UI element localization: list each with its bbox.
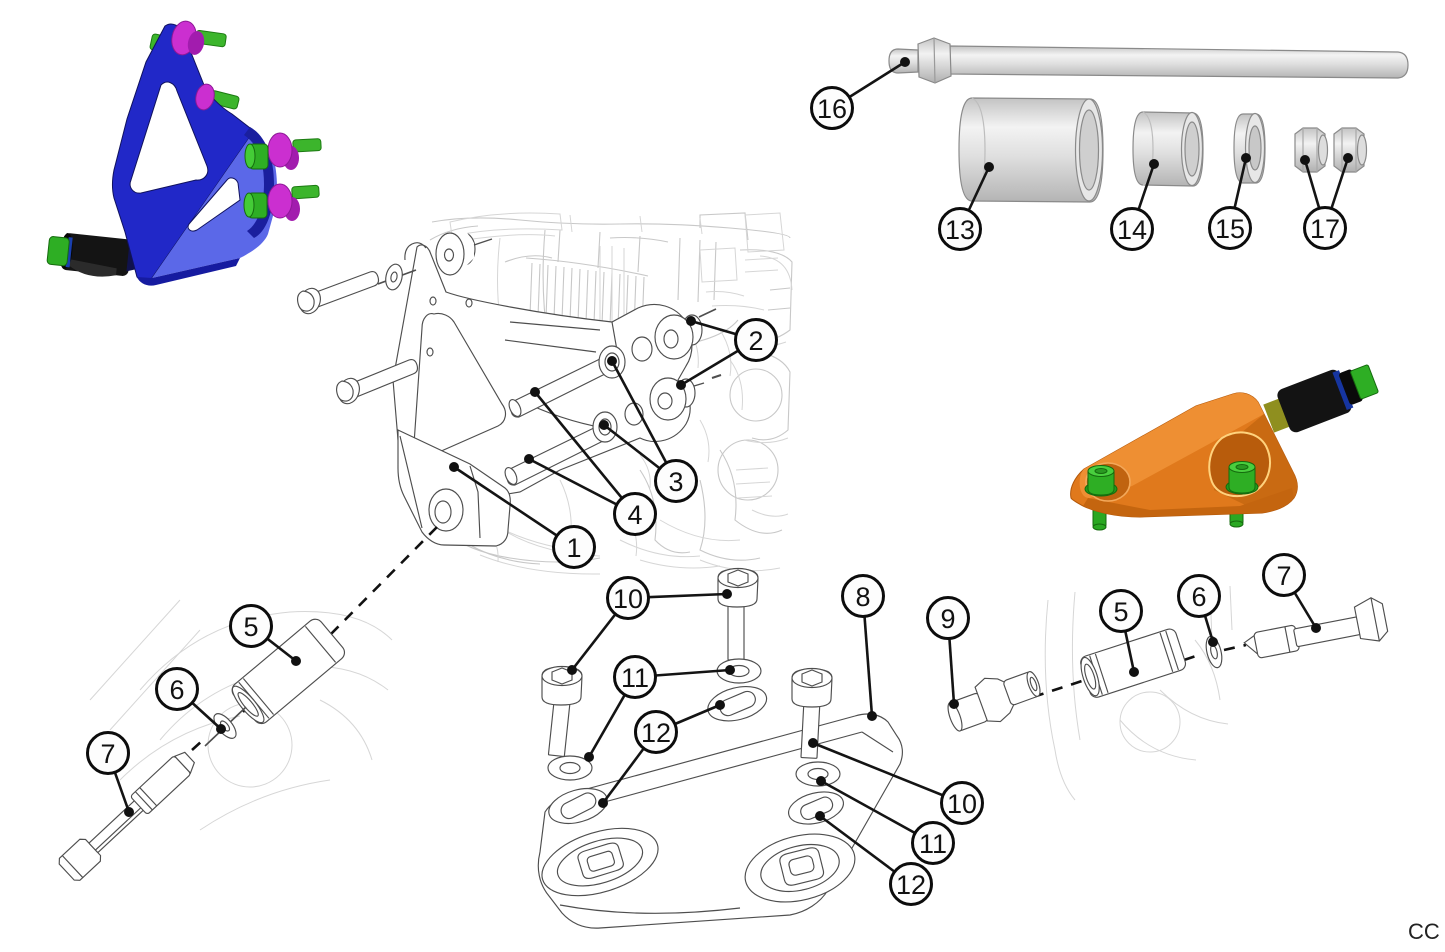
svg-text:10: 10	[613, 584, 643, 614]
svg-text:1: 1	[566, 533, 581, 563]
svg-text:6: 6	[169, 675, 184, 705]
svg-text:15: 15	[1215, 214, 1245, 244]
svg-text:CC: CC	[1408, 919, 1440, 944]
svg-text:14: 14	[1117, 215, 1147, 245]
svg-text:3: 3	[668, 467, 683, 497]
svg-text:8: 8	[855, 582, 870, 612]
svg-text:6: 6	[1191, 582, 1206, 612]
svg-text:2: 2	[748, 326, 763, 356]
svg-text:4: 4	[627, 500, 642, 530]
svg-text:7: 7	[1276, 561, 1291, 591]
svg-text:5: 5	[1113, 597, 1128, 627]
svg-text:7: 7	[100, 739, 115, 769]
svg-text:12: 12	[896, 870, 926, 900]
svg-text:5: 5	[243, 612, 258, 642]
svg-text:17: 17	[1310, 214, 1340, 244]
svg-text:16: 16	[817, 94, 847, 124]
svg-text:10: 10	[947, 789, 977, 819]
svg-text:12: 12	[641, 718, 671, 748]
svg-text:13: 13	[945, 215, 975, 245]
svg-text:11: 11	[621, 663, 649, 693]
svg-text:11: 11	[919, 829, 947, 859]
svg-text:9: 9	[940, 604, 955, 634]
